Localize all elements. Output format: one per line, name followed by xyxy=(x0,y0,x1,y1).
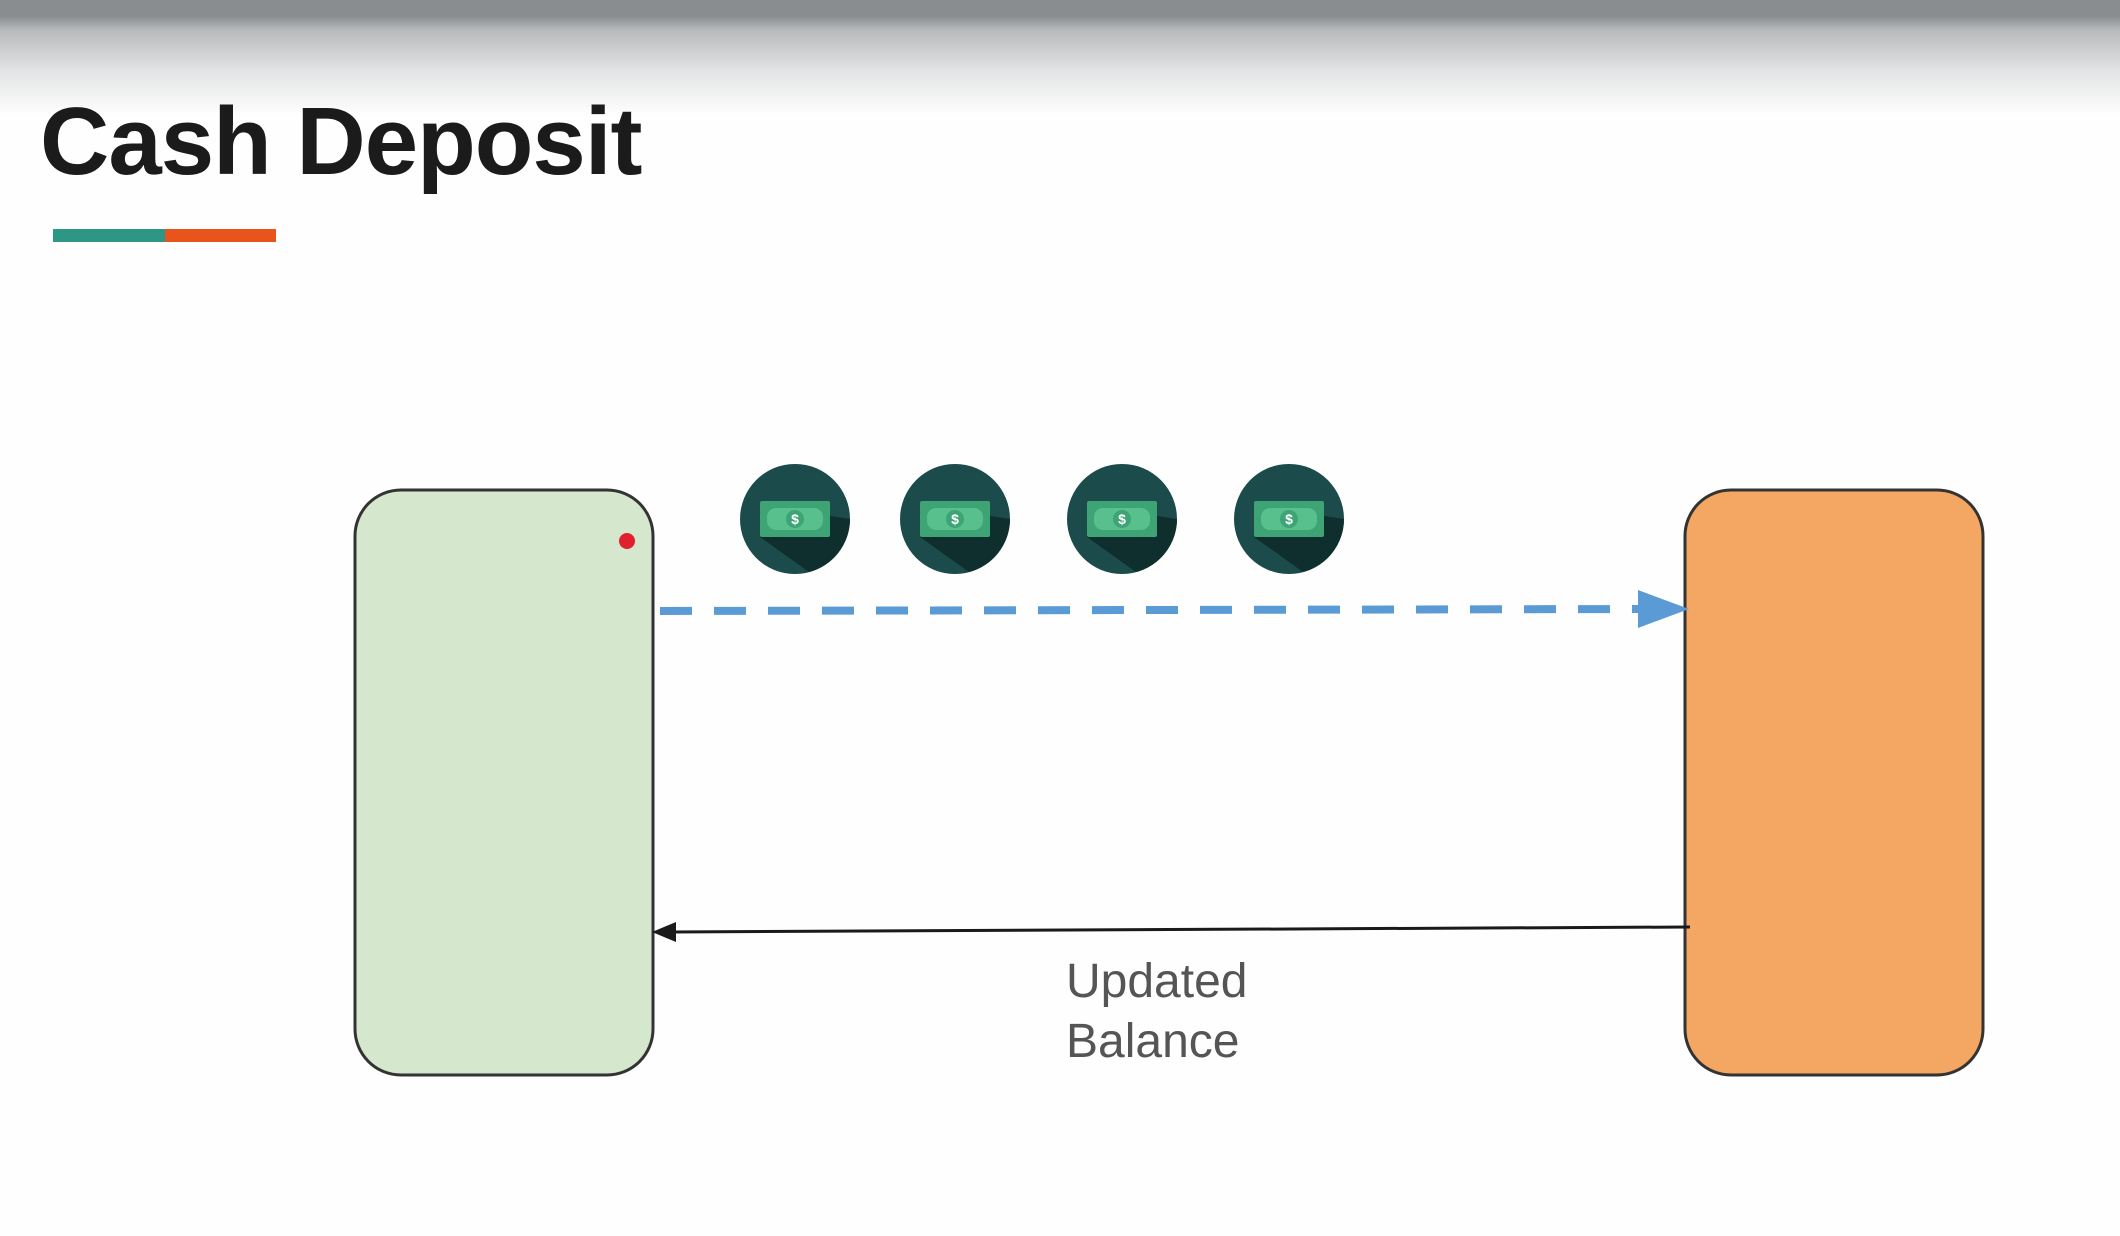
deposit-arrow xyxy=(659,605,1647,615)
updated-balance-label-line2: Balance xyxy=(1066,1015,1240,1068)
left-box xyxy=(353,488,655,1077)
title-underline-orange xyxy=(165,229,276,242)
deposit-arrow-head xyxy=(1638,590,1689,628)
banknote-icon xyxy=(1067,464,1177,574)
balance-arrow xyxy=(671,925,1691,934)
red-marker-dot xyxy=(619,533,635,549)
cash-icons xyxy=(740,464,1344,574)
balance-arrow-head xyxy=(652,922,676,942)
right-box xyxy=(1683,488,1985,1077)
updated-balance-label: Updated Balance xyxy=(1066,952,1247,1072)
updated-balance-label-line1: Updated xyxy=(1066,955,1248,1008)
banknote-icon xyxy=(1234,464,1344,574)
slide-title: Cash Deposit xyxy=(40,88,642,195)
banknote-icon xyxy=(900,464,1010,574)
top-shade xyxy=(0,0,2120,115)
banknote-icon xyxy=(740,464,850,574)
title-underline-teal xyxy=(53,229,165,242)
